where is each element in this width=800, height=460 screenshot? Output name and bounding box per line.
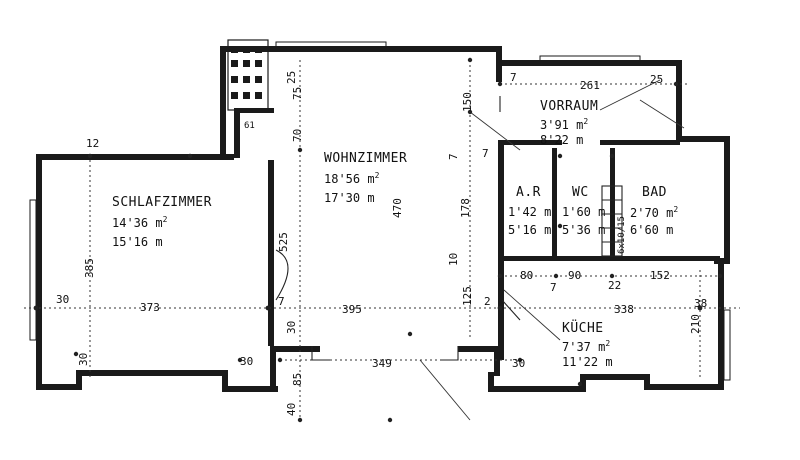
dimension-label: 470	[391, 198, 404, 218]
dimension-label: 7	[447, 153, 460, 160]
dimension-label: 6x10/15	[617, 216, 627, 254]
dimension-label: 30	[77, 352, 90, 366]
chimney-blocks	[227, 39, 269, 111]
dimension-label: 261	[580, 79, 600, 92]
dimension-label: 150	[461, 92, 474, 112]
dimension-label: 373	[140, 301, 160, 314]
bath-fixture	[601, 185, 623, 257]
kueche-area: 7'37 m2	[562, 339, 611, 354]
dimension-label: 40	[285, 402, 298, 416]
dimension-label: 70	[291, 128, 304, 142]
wohnzimmer-area: 18'56 m2	[324, 171, 380, 186]
schlafzimmer-perimeter: 15'16 m	[112, 235, 163, 249]
ar-perimeter: 5'16 m	[508, 223, 552, 237]
wohnzimmer-perimeter: 17'30 m	[324, 191, 375, 205]
dimension-label: 178	[459, 198, 472, 218]
windows	[29, 41, 731, 381]
ar-name: A.R	[516, 185, 541, 200]
dimension-label: 125	[461, 286, 474, 306]
vorraum-name: VORRAUM	[540, 99, 599, 114]
dimension-label: 25	[285, 70, 298, 84]
bad-area: 2'70 m2	[630, 205, 679, 220]
dimension-label: 525	[277, 232, 290, 252]
bad-name: BAD	[642, 185, 667, 200]
dimension-label: 75	[291, 86, 304, 100]
dimension-label: 395	[342, 303, 362, 316]
wc-area: 1'60 m	[562, 205, 606, 219]
dimension-label: 30	[56, 293, 70, 306]
schlafzimmer-name: SCHLAFZIMMER	[112, 195, 212, 210]
kueche-perimeter: 11'22 m	[562, 355, 613, 369]
dimension-label: 22	[608, 279, 622, 292]
dimension-label: 12	[86, 137, 100, 150]
dimension-label: 30	[512, 357, 526, 370]
dimension-label: 30	[240, 355, 254, 368]
wc-perimeter: 5'36 m	[562, 223, 606, 237]
bad-perimeter: 6'60 m	[630, 223, 674, 237]
dimension-label: 152	[650, 269, 670, 282]
dimension-label: 80	[520, 269, 534, 282]
ar-area: 1'42 m	[508, 205, 552, 219]
vorraum-area: 3'91 m2	[540, 117, 589, 132]
dimension-label: 2	[484, 295, 491, 308]
outer-walls	[36, 46, 730, 392]
dimension-label: 7	[550, 281, 557, 294]
dimension-label: 338	[614, 303, 634, 316]
kueche-name: KÜCHE	[562, 321, 604, 336]
dimension-lines	[24, 60, 740, 421]
dimension-label: 85	[291, 372, 304, 386]
dimension-label: 210	[689, 314, 702, 334]
dimension-label: 10	[447, 252, 460, 266]
dimension-label: 7	[482, 147, 489, 160]
wohnzimmer-name: WOHNZIMMER	[324, 151, 408, 166]
schlafzimmer-area: 14'36 m2	[112, 215, 168, 230]
dimension-label: 385	[83, 258, 96, 278]
dimension-label: 61	[244, 121, 255, 131]
wc-name: WC	[572, 185, 589, 200]
dimension-label: 25	[650, 73, 664, 86]
dimension-markers	[33, 57, 723, 423]
dimension-label: 30	[285, 320, 298, 334]
dimension-label: 38	[694, 297, 708, 310]
door-swings	[275, 96, 521, 361]
dimension-label: 90	[568, 269, 582, 282]
vorraum-perimeter: 8'22 m	[540, 133, 584, 147]
dimension-label: 349	[372, 357, 392, 370]
dimension-label: 7	[278, 295, 285, 308]
dimension-label: 7	[510, 71, 517, 84]
